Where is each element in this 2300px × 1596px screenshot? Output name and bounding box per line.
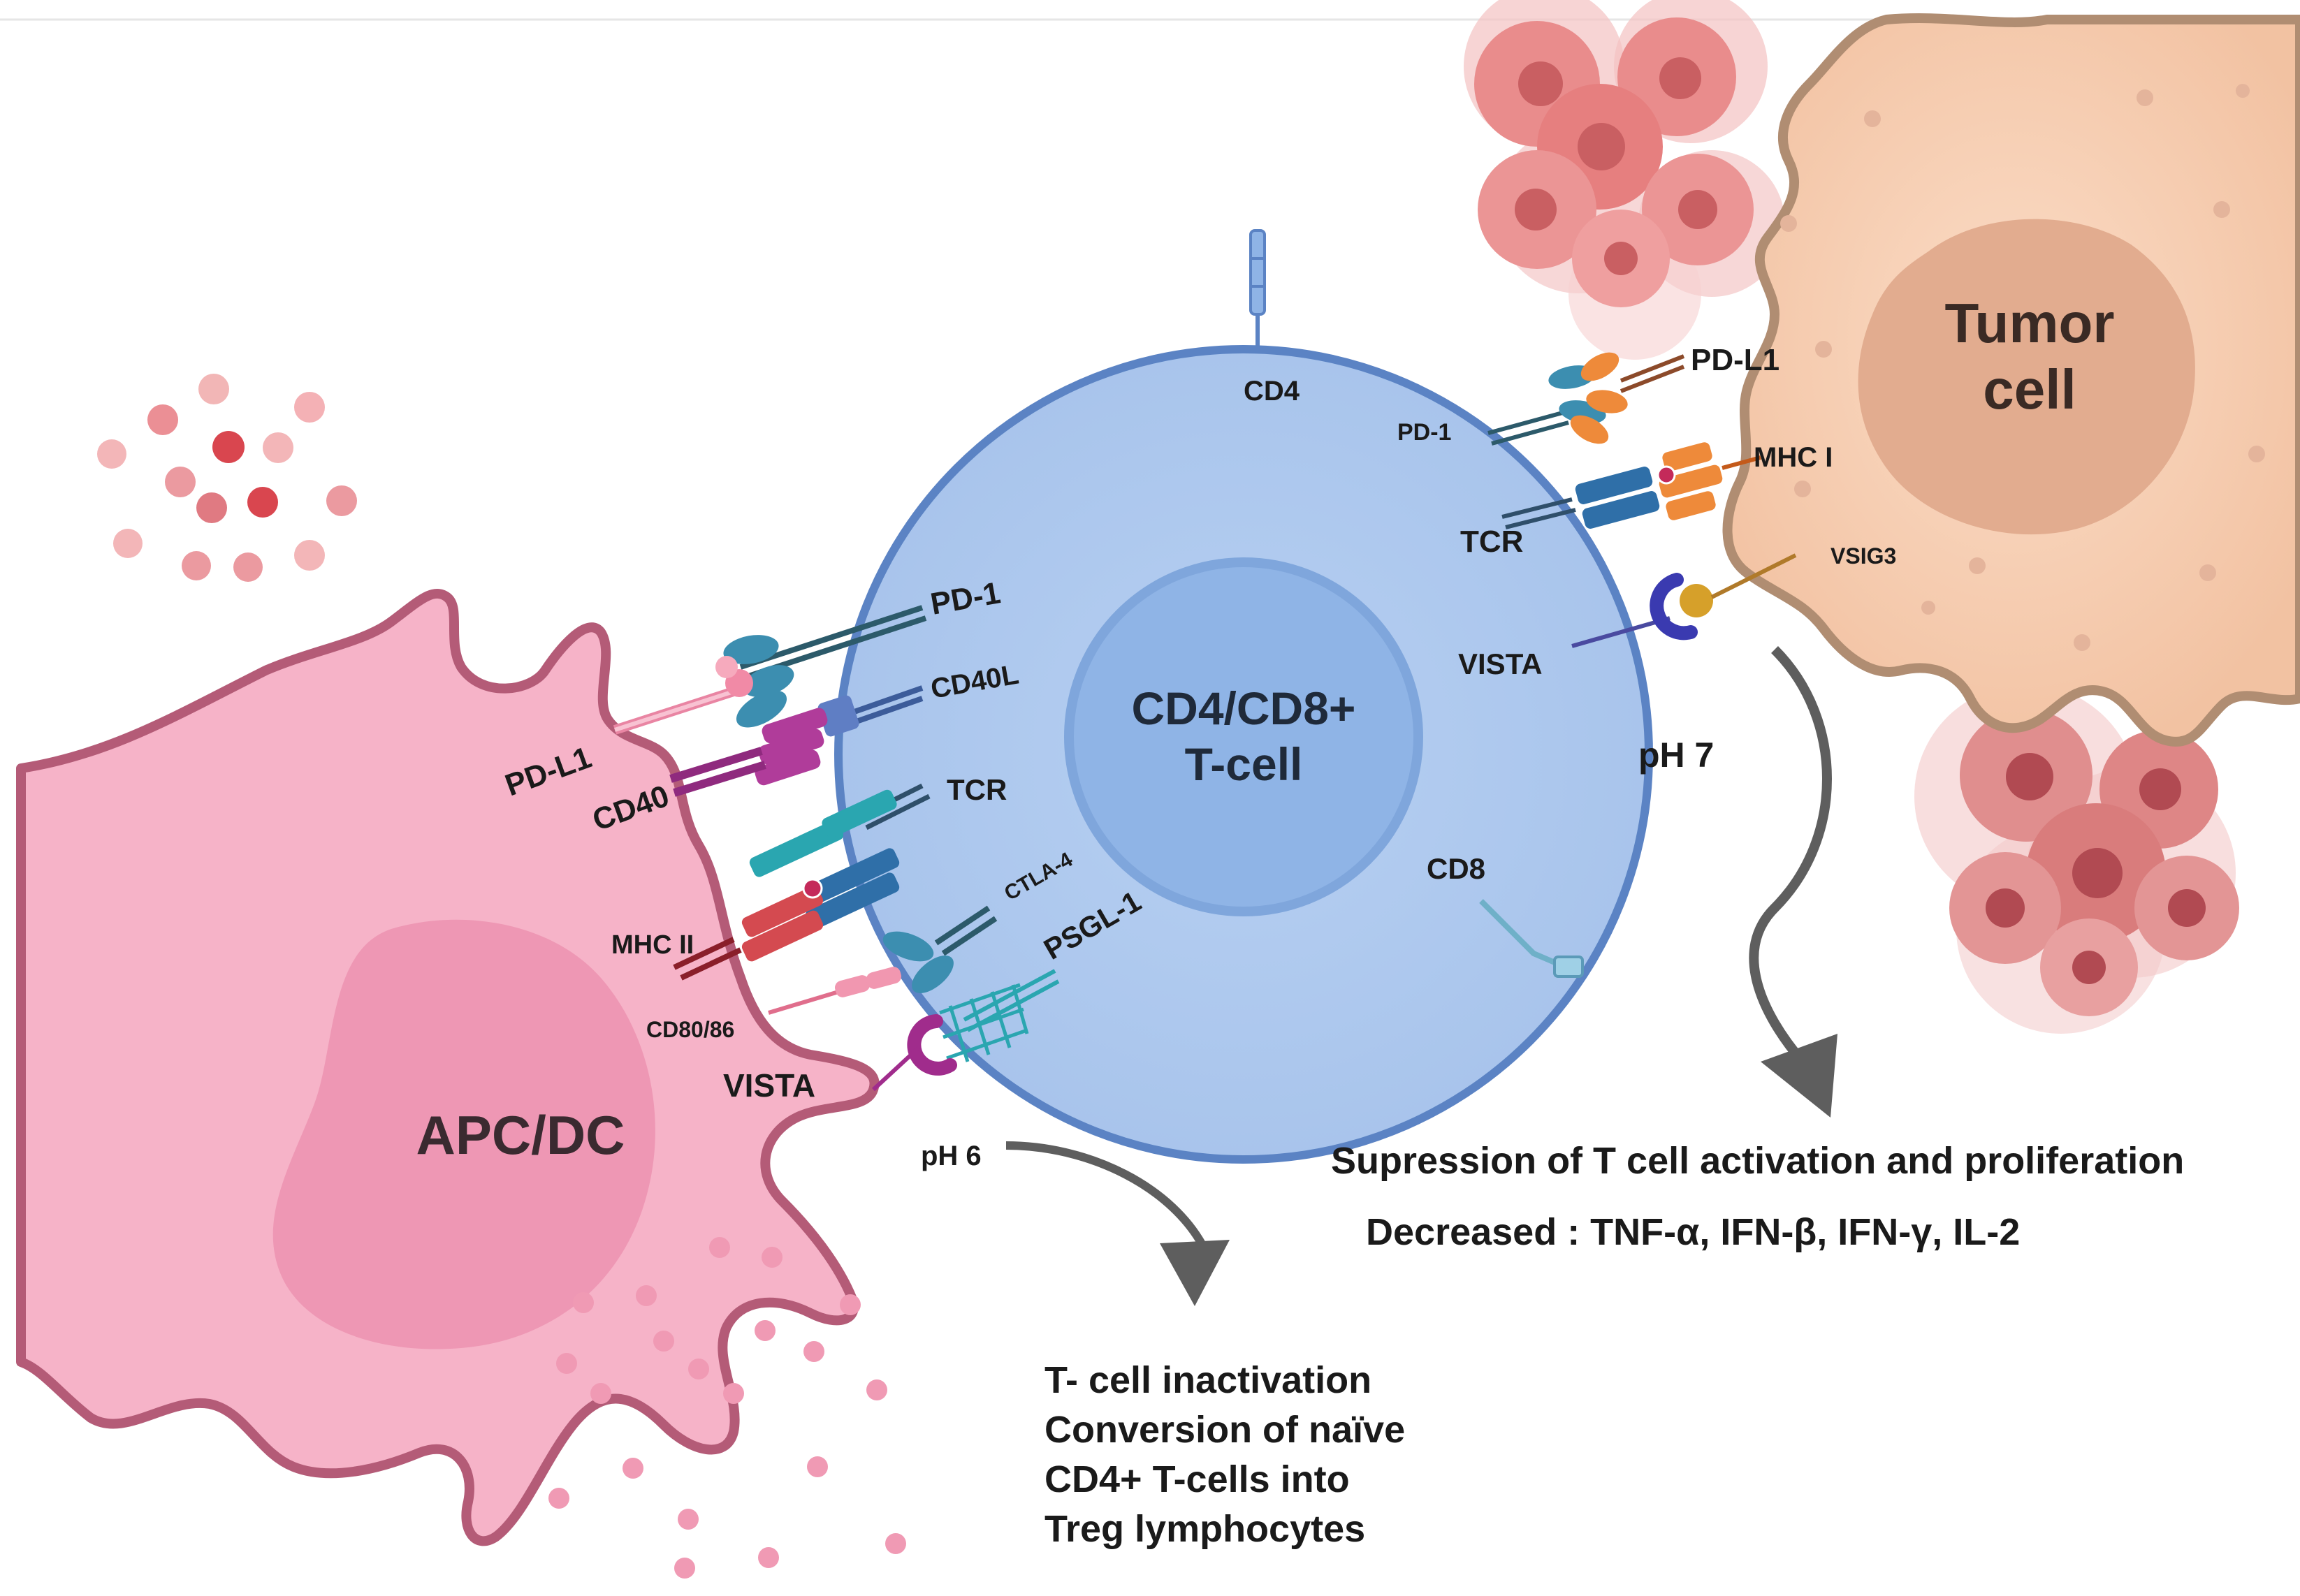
outcome-left-line-2: Conversion of naïve: [1045, 1409, 1405, 1451]
tumor-cluster-bottom: [1914, 684, 2239, 1034]
tcell-label-cd4: CD4: [1244, 376, 1300, 407]
apc-secreted-particles: [548, 1237, 906, 1579]
tcell-label-tcr-right: TCR: [1460, 525, 1523, 559]
ph-left-label: pH 6: [921, 1141, 982, 1171]
tumor-label-line1: Tumor: [1945, 292, 2115, 354]
receptor-ctla4-cd80-86: [768, 905, 998, 1015]
t-cell: CD4/CD8+ T-cell: [834, 345, 1653, 1164]
tumor-cytoplasm-dots: [1780, 84, 2265, 651]
apc-label: APC/DC: [416, 1104, 625, 1166]
tumor-cluster-top: [1464, 0, 1785, 360]
tumor-nucleus: [1858, 219, 2195, 535]
outcome-right-decreased: Decreased : TNF-α, IFN-β, IFN-γ, IL-2: [1366, 1211, 2020, 1253]
tcell-label-vista-right: VISTA: [1458, 647, 1543, 680]
arrow-left-ph6: [1005, 1141, 1230, 1306]
apc-label-cd8086: CD80/86: [646, 1017, 734, 1042]
tcell-label-tcr-left: TCR: [947, 773, 1007, 806]
receptor-cd40-cd40l: [669, 685, 924, 797]
ph-right-label: pH 7: [1638, 735, 1714, 775]
tcell-label-cd8: CD8: [1427, 852, 1485, 885]
receptor-tcr-mhc2: [673, 783, 931, 981]
receptor-pd1-pdl1-right: [1487, 352, 1685, 446]
t-cell-nucleus: [1064, 557, 1423, 916]
receptor-tcr-mhc1-right: [1501, 442, 1761, 529]
apc-label-vista: VISTA: [723, 1067, 815, 1104]
tumor-cell: Tumor cell: [1722, 13, 2300, 747]
cytokine-particles-top-left: [97, 374, 357, 582]
receptor-vista-vsig3-right: [1571, 553, 1797, 648]
cd4-receptor: [1249, 229, 1266, 349]
outcome-right-title: Supression of T cell activation and prol…: [1331, 1140, 2184, 1182]
tumor-label-line2: cell: [1983, 358, 2076, 420]
tumor-label-pdl1: PD-L1: [1691, 343, 1779, 377]
outcome-left-block: T- cell inactivation Conversion of naïve…: [1045, 1359, 1405, 1550]
outcome-left-line-1: T- cell inactivation: [1045, 1359, 1371, 1401]
outcome-left-line-4: Treg lymphocytes: [1045, 1508, 1365, 1550]
apc-dc-cell: APC/DC: [16, 589, 880, 1546]
t-cell-label-line1: CD4/CD8+: [1132, 682, 1356, 734]
tumor-label-vsig3: VSIG3: [1830, 543, 1896, 569]
t-cell-label-line2: T-cell: [1185, 738, 1303, 790]
outcome-left-line-3: CD4+ T-cells into: [1045, 1458, 1350, 1500]
receptor-pd1-pdl1-left: [613, 605, 927, 735]
receptor-psgl1-vista-left: [871, 969, 1060, 1092]
tcell-label-pd1-right: PD-1: [1397, 419, 1451, 446]
tumor-label-mhc1: MHC I: [1754, 442, 1833, 473]
apc-nucleus: [272, 919, 655, 1349]
outcome-right-block: Supression of T cell activation and prol…: [1331, 1140, 2184, 1253]
cd8-receptor: [1479, 899, 1584, 978]
apc-label-mhc2: MHC II: [611, 930, 694, 960]
arrow-right-ph7: [1749, 646, 1837, 1118]
